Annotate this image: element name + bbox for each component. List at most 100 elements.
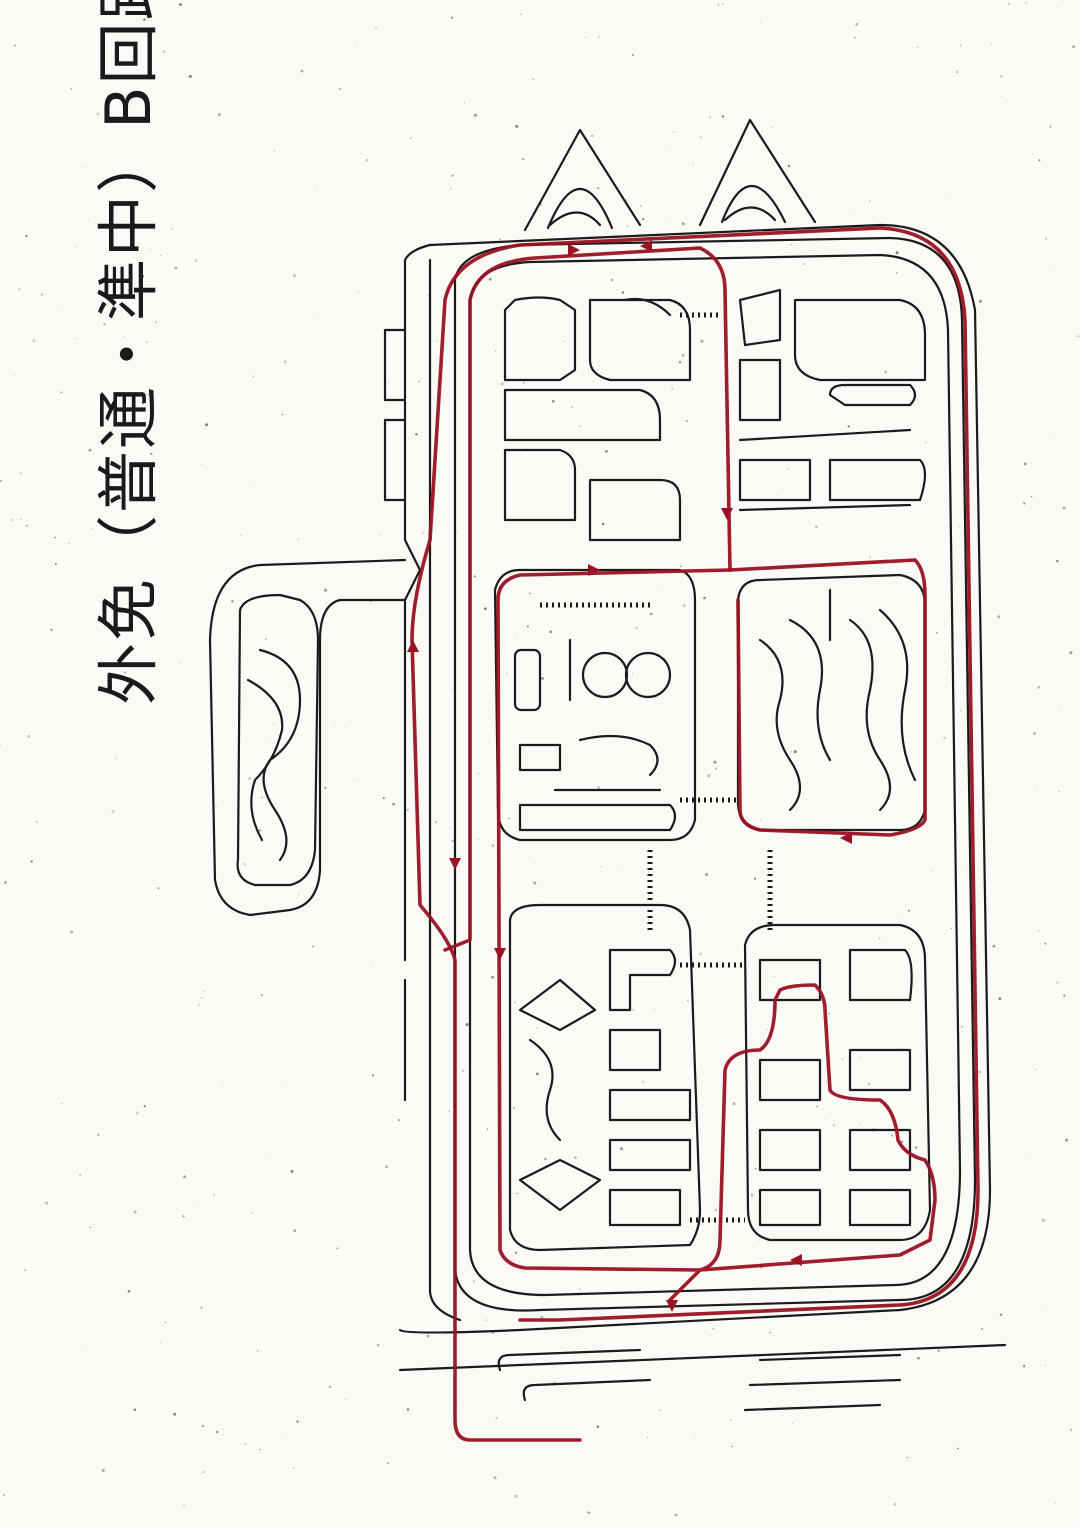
speckle-dot xyxy=(721,115,725,118)
upper-left-blocks xyxy=(503,296,720,542)
speckle-dot xyxy=(484,1319,487,1322)
speckle-dot xyxy=(1072,45,1075,48)
speckle-dot xyxy=(392,803,395,806)
speckle-dot xyxy=(694,1434,696,1436)
speckle-dot xyxy=(570,406,573,408)
speckle-dot xyxy=(128,677,132,681)
speckle-dot xyxy=(258,829,262,832)
speckle-dot xyxy=(371,1074,374,1077)
speckle-dot xyxy=(705,873,709,877)
speckle-dot xyxy=(596,1425,600,1428)
speckle-dot xyxy=(473,113,478,117)
speckle-dot xyxy=(13,374,16,376)
speckle-dot xyxy=(692,163,694,165)
speckle-dot xyxy=(617,865,619,867)
speckle-dot xyxy=(709,116,711,118)
speckle-dot xyxy=(135,1111,139,1115)
speckle-dot xyxy=(895,251,899,255)
speckle-dot xyxy=(712,1328,714,1330)
speckle-dot xyxy=(11,518,14,522)
speckle-dot xyxy=(127,1290,131,1293)
speckle-dot xyxy=(866,629,868,631)
speckle-dot xyxy=(203,990,206,993)
speckle-dot xyxy=(1045,237,1048,240)
speckle-dot xyxy=(121,500,123,502)
speckle-dot xyxy=(0,743,2,746)
route-arrows xyxy=(407,240,852,1312)
upper-right-blocks xyxy=(738,288,927,512)
speckle-dot xyxy=(529,592,531,595)
speckle-dot xyxy=(884,370,888,374)
speckle-dot xyxy=(283,1085,285,1087)
speckle-dot xyxy=(1059,705,1061,707)
speckle-dot xyxy=(30,860,33,863)
speckle-dot xyxy=(133,1210,137,1214)
speckle-dot xyxy=(60,391,63,394)
speckle-dot xyxy=(183,1175,186,1179)
speckle-dot xyxy=(123,336,125,338)
speckle-dot xyxy=(197,1004,200,1006)
speckle-dot xyxy=(981,1327,984,1330)
speckle-dot xyxy=(621,291,625,294)
speckle-dot xyxy=(514,1494,518,1498)
speckle-dot xyxy=(79,1174,82,1177)
speckle-dot xyxy=(515,1251,518,1254)
entry-gates xyxy=(523,118,817,232)
speckle-dot xyxy=(943,736,946,740)
speckle-dot xyxy=(516,1192,519,1195)
speckle-dot xyxy=(183,1505,185,1507)
speckle-dot xyxy=(673,131,675,133)
speckle-dot xyxy=(167,913,169,915)
speckle-dot xyxy=(357,291,359,293)
speckle-dot xyxy=(515,124,519,128)
speckle-dot xyxy=(473,575,476,578)
speckle-dot xyxy=(520,13,522,15)
speckle-dot xyxy=(955,70,959,74)
speckle-dot xyxy=(601,522,605,526)
speckle-dot xyxy=(578,1288,581,1290)
speckle-dot xyxy=(678,360,682,364)
speckle-dot xyxy=(282,1434,284,1436)
speckle-dot xyxy=(562,340,564,343)
speckle-dot xyxy=(243,863,246,866)
speckle-dot xyxy=(87,219,89,221)
speckle-dot xyxy=(731,1445,733,1448)
speckle-dot xyxy=(597,187,600,190)
speckle-dot xyxy=(686,420,689,423)
speckle-dot xyxy=(540,676,544,680)
speckle-dot xyxy=(463,1406,465,1408)
speckle-dot xyxy=(283,360,287,363)
speckle-dot xyxy=(465,1023,469,1027)
speckle-dot xyxy=(1023,502,1026,505)
speckle-dot xyxy=(68,542,70,545)
speckle-dot xyxy=(495,1417,498,1420)
speckle-dot xyxy=(658,586,660,588)
speckle-dot xyxy=(267,737,269,739)
speckle-dot xyxy=(221,1081,224,1084)
speckle-dot xyxy=(290,1169,294,1173)
speckle-dot xyxy=(202,1471,205,1473)
speckle-dot xyxy=(143,1105,146,1108)
speckle-dot xyxy=(522,158,525,161)
speckle-dot xyxy=(868,200,871,203)
speckle-dot xyxy=(978,299,982,303)
speckle-dot xyxy=(159,255,162,257)
speckle-dot xyxy=(889,1187,890,1189)
s-curve-left xyxy=(246,648,302,862)
speckle-dot xyxy=(730,1419,732,1421)
speckle-dot xyxy=(4,881,7,884)
speckle-dot xyxy=(81,166,83,169)
crosswalks xyxy=(647,797,773,1223)
speckle-dot xyxy=(585,36,587,38)
speckle-dot xyxy=(18,288,21,290)
bottom-parking xyxy=(497,1348,902,1412)
speckle-dot xyxy=(956,1447,959,1450)
speckle-dot xyxy=(505,672,508,675)
speckle-dot xyxy=(436,340,439,342)
speckle-dot xyxy=(194,259,198,262)
speckle-dot xyxy=(143,18,146,21)
speckle-dot xyxy=(1062,506,1066,510)
speckle-dot xyxy=(930,869,933,871)
speckle-dot xyxy=(703,596,706,600)
speckle-dot xyxy=(978,1070,981,1074)
